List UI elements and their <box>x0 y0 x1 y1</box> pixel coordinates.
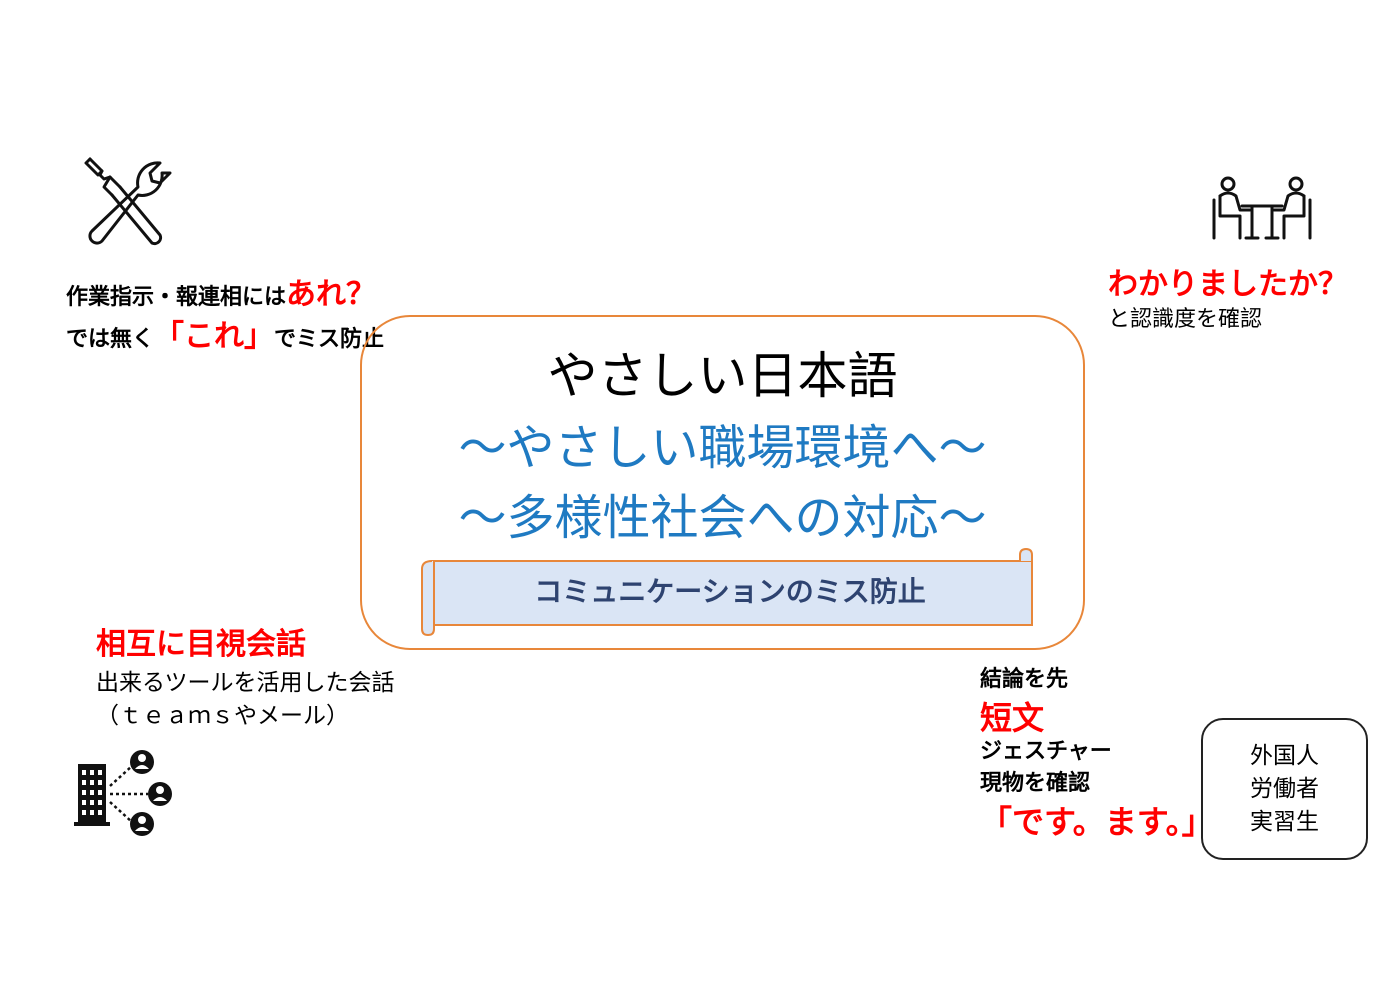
top-left-text: では無く <box>66 327 155 352</box>
subtitle-1: ～やさしい職場環境へ～ <box>458 420 987 476</box>
worker-box-line2: 労働者 <box>1250 775 1319 802</box>
bottom-right-line5: 「です。ます。」 <box>980 803 1214 841</box>
center-box <box>360 315 1085 650</box>
bottom-left-line1: 出来るツールを活用した会話 <box>96 670 395 696</box>
top-left-line2: では無く「これ」でミス防止 <box>66 318 384 359</box>
worker-box: 外国人 労働者 実習生 <box>1201 718 1368 860</box>
meeting-icon <box>1212 176 1312 242</box>
network-icon <box>74 746 176 838</box>
top-left-text: 作業指示・報連相には <box>66 285 287 310</box>
bottom-right-line2: 短文 <box>980 699 1045 737</box>
top-right-heading: わかりましたか？ <box>1108 267 1348 302</box>
top-left-emphasis: あれ？ <box>286 277 377 312</box>
bottom-right-line4: 現物を確認 <box>980 771 1091 796</box>
scroll-banner <box>420 547 1040 637</box>
subtitle-2: ～多様性社会への対応～ <box>458 490 987 546</box>
bottom-left-line2: （ｔｅａｍｓやメール） <box>96 703 349 729</box>
tools-icon <box>82 155 178 251</box>
worker-box-line3: 実習生 <box>1250 808 1319 835</box>
top-left-line1: 作業指示・報連相にはあれ？ <box>66 276 376 317</box>
bottom-right-line1: 結論を先 <box>980 667 1069 692</box>
bottom-right-line3: ジェスチャー <box>980 739 1112 764</box>
top-right-subtext: と認識度を確認 <box>1108 307 1263 332</box>
top-left-emphasis: 「これ」 <box>154 319 275 354</box>
main-title: やさしい日本語 <box>547 347 898 405</box>
worker-box-line1: 外国人 <box>1250 742 1319 769</box>
banner-text: コミュニケーションのミス防止 <box>534 575 926 608</box>
bottom-left-heading: 相互に目視会話 <box>96 627 306 662</box>
